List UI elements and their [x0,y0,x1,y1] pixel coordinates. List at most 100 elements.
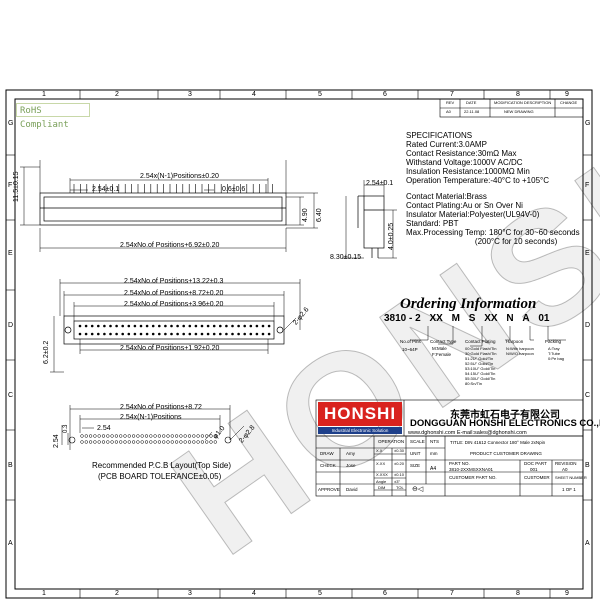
front-view-pin [182,332,185,336]
col-label-bottom-1: 1 [42,590,46,597]
front-view-pin [151,324,155,328]
front-view-pin [243,324,246,328]
row-label-c: C [8,392,14,399]
front-view-pin [109,332,112,336]
pcb-pin-hole [179,434,183,438]
pcb-pin-hole [166,434,170,438]
outer-frame [5,89,593,599]
pcb-pin-hole [140,434,144,438]
tb-size-label: SIZE [410,463,421,468]
ord-label-harpoon: Harpoon [506,339,524,344]
ord-label-harpoon-body: N/W/O harpoon [506,351,534,356]
pcb-pin-hole [127,440,131,444]
ord-label-packing-body: T:Tube [548,351,561,356]
col-label-5: 5 [318,91,322,98]
dim-pcb-b: 2.54x(N-1)Positions [120,414,182,421]
col-label-6: 6 [383,91,387,98]
company-contact: www.dghonshi.com E-mail:sales@dghonshi.c… [408,430,527,436]
tb-check-by: Jose [346,463,356,468]
rev-row-rev: A0 [446,109,451,114]
front-view-pin [90,332,94,336]
pcb-pin-hole [170,434,174,438]
dim-pcb-a: 2.54xNo.of Positions+8.72 [120,404,202,411]
dim-pcb-d: 2.54 [53,434,60,448]
col-label-2: 2 [115,91,119,98]
tb-tol-1: X.XX [376,461,386,466]
spec-line: Max.Processing Temp: 180°C for 30~60 sec… [406,228,580,237]
front-view-pin [188,324,192,328]
top-view-connector [39,192,287,226]
spec-line: Contact Resistance:30mΩ Max [406,149,517,158]
tb-tol-2: X.XXX [376,472,388,477]
pcb-pin-hole [144,434,149,438]
ord-label-plating-body: 53:10U" Gold/Tin [465,366,496,371]
front-view-pin [249,332,253,336]
dim-top-length: 2.54xNo.of Positions+6.92±0.20 [120,242,220,249]
front-view-pin [212,332,216,336]
ordering-code: 3810 - 2 XX M S XX N A 01 [384,313,555,324]
code-part: XX [429,313,443,324]
front-view-pin [115,332,118,336]
dim-side-d: 8.30±0.15 [330,254,362,261]
front-view-pin [231,324,234,328]
front-view-pin [188,332,192,336]
front-view-pin [151,332,155,336]
pcb-pin-hole [209,440,213,444]
pcb-pin-hole [88,434,93,438]
front-view-pin [206,324,210,328]
col-label-bottom-8: 8 [516,590,520,597]
code-part: M [451,313,460,324]
rev-row-desc: NEW DRAWING [504,109,534,114]
pcb-pin-hole [205,440,209,444]
tb-doc-type: PRODUCT CUSTOMER DRAWING [470,451,542,456]
col-label-4: 4 [252,91,256,98]
front-view-pin [84,332,88,336]
title-block-lines [315,399,584,497]
dim-top-pitch-total: 2.54x(N-1)Positions±0.20 [140,173,219,180]
pcb-pin-hole [84,440,88,444]
tb-part-no: 3810-2XXMSXXNA01 [449,467,494,472]
ord-label-plating-body: 51:2U" Gold/Tin [465,356,494,361]
front-view-pin [145,324,149,328]
pcb-pin-hole [93,440,97,444]
pcb-pin-hole [187,440,192,444]
pcb-pin-hole [192,440,196,444]
rev-header-rev: REV [446,100,455,105]
pcb-pin-hole [209,434,213,438]
tb-revision-label: REVISION [555,461,577,466]
front-view-pin [182,324,185,328]
pcb-pin-hole [110,434,114,438]
front-view-pin [97,332,100,336]
pcb-pin-hole [200,434,205,438]
front-view-pin [200,332,204,336]
side-view-connector [357,195,385,258]
front-view-pin [127,324,131,328]
spec-title: SPECIFICATIONS [406,131,473,140]
pcb-pin-hole [131,440,136,444]
pcb-pin-hole [110,440,114,444]
front-view-pin [121,324,124,328]
ord-label-packing: Packing [545,339,562,344]
pcb-pin-hole [114,434,119,438]
front-view-pin [261,332,265,336]
pcb-mount-hole-left [68,436,76,444]
pcb-pin-hole [196,434,200,438]
row-label-a: A [8,540,13,547]
row-label-e: E [8,250,13,257]
tb-tol-0: X.X [376,448,383,453]
tb-tol-1-val: ±0.20 [394,461,404,466]
tb-scale-label: SCALE [410,439,425,444]
dim-pcb-c: 2.54 [97,425,111,432]
front-view-pin [103,332,106,336]
pcb-pin-hole [213,434,217,438]
front-view-pin [133,332,137,336]
ord-label-type-body: M:Male [432,346,447,351]
ord-label-plating-body: 80:Sn/Tin [465,381,482,386]
front-view-pin [133,324,137,328]
row-label-right-a: A [585,540,590,547]
dim-front-a: 2.54xNo.of Positions+13.22±0.3 [124,278,224,285]
front-view-pin [225,332,228,336]
pcb-pin-hole [187,434,192,438]
front-view-pin [84,324,88,328]
front-view-pin [231,332,234,336]
